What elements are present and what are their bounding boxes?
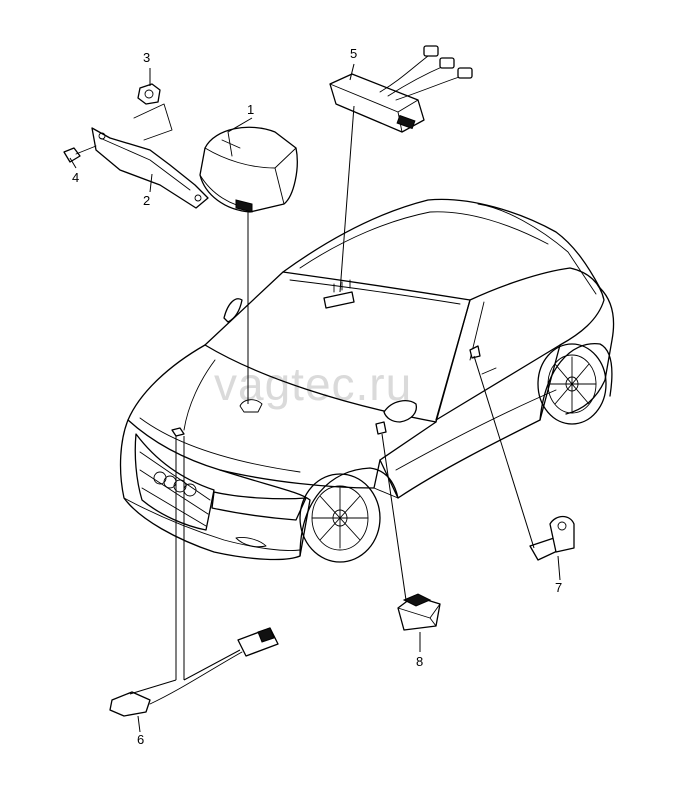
car-body <box>119 198 615 563</box>
callout-5: 5 <box>350 46 357 61</box>
side-window <box>435 267 605 421</box>
part-8-switch <box>397 593 441 631</box>
mark-pillar-sensor <box>469 345 481 359</box>
part-7-door-sensor <box>529 515 575 561</box>
side-mirror <box>383 400 418 423</box>
callout-7: 7 <box>555 580 562 595</box>
car-roof <box>282 198 601 289</box>
mark-roof-unit <box>323 291 355 309</box>
mark-grille-sensor <box>171 427 185 437</box>
door <box>379 344 561 499</box>
front-bumper <box>119 419 311 561</box>
callout-6: 6 <box>137 732 144 747</box>
part-2-bracket <box>91 103 209 209</box>
callout-3: 3 <box>143 50 150 65</box>
callout-2: 2 <box>143 193 150 208</box>
mark-siren <box>239 399 263 413</box>
part-3-nut <box>137 83 161 105</box>
part-6-sensor-harness <box>109 627 279 717</box>
part-4-bolt <box>63 145 97 163</box>
part-5-control-unit <box>329 45 473 133</box>
mark-door-switch <box>375 421 387 435</box>
rear-wheel <box>537 343 607 425</box>
front-wheel <box>299 473 381 563</box>
leader-lines <box>69 63 561 733</box>
hood <box>127 344 437 489</box>
headlight <box>211 491 307 521</box>
grille <box>134 433 215 531</box>
callout-8: 8 <box>416 654 423 669</box>
part-1-siren <box>199 126 298 213</box>
callout-1: 1 <box>247 102 254 117</box>
callout-4: 4 <box>72 170 79 185</box>
